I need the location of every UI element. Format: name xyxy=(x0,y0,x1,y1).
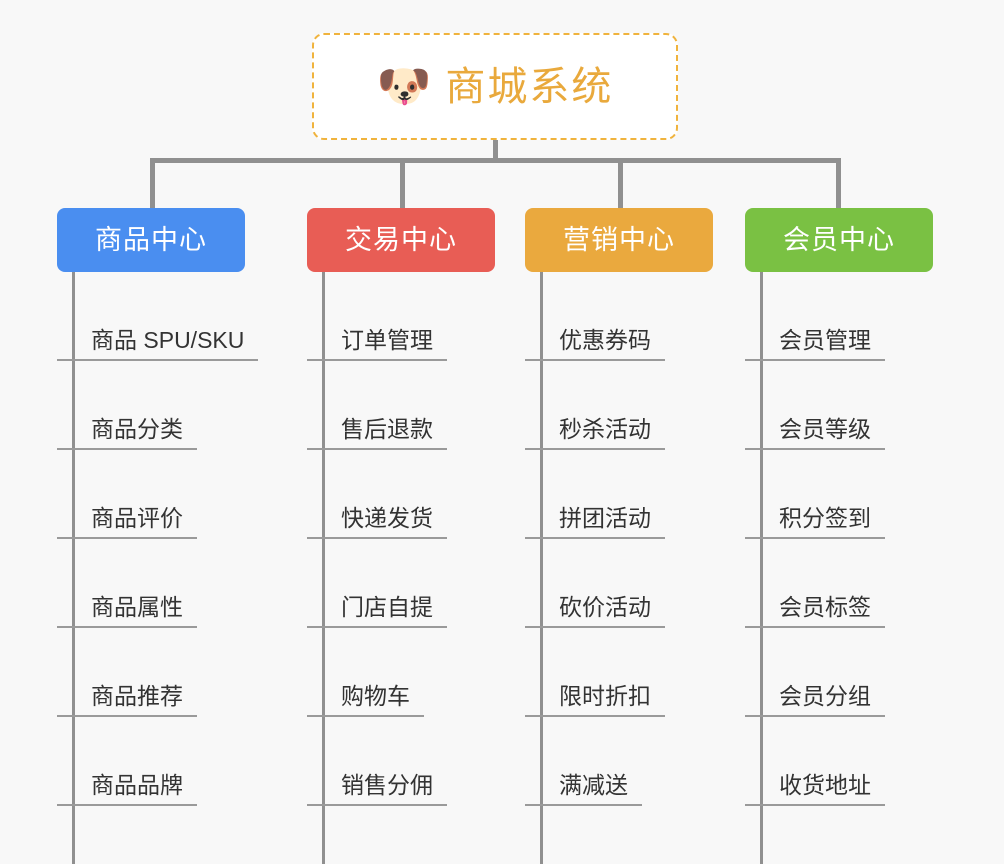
leaf-item[interactable]: 商品属性 xyxy=(57,539,245,628)
drop-connector-product-center xyxy=(150,158,155,208)
leaf-label: 砍价活动 xyxy=(525,596,665,628)
leaf-item[interactable]: 商品 SPU/SKU xyxy=(56,272,259,361)
horizontal-bus-connector xyxy=(150,158,840,163)
leaf-list-marketing-center: 优惠券码 秒杀活动 拼团活动 砍价活动 限时折扣 满减送 xyxy=(525,272,713,864)
leaf-label: 优惠券码 xyxy=(525,329,665,361)
leaf-label: 积分签到 xyxy=(745,507,885,539)
root-stem-connector xyxy=(493,140,498,162)
leaf-label: 售后退款 xyxy=(307,418,447,450)
branch-header-product-center[interactable]: 商品中心 xyxy=(57,208,245,272)
leaf-item[interactable]: 积分签到 xyxy=(745,450,933,539)
leaf-label: 商品属性 xyxy=(57,596,197,628)
leaf-label: 快递发货 xyxy=(307,507,447,539)
leaf-label: 会员标签 xyxy=(745,596,885,628)
leaf-item[interactable]: 会员标签 xyxy=(745,539,933,628)
leaf-item[interactable]: 购物车 xyxy=(307,628,495,717)
leaf-label: 购物车 xyxy=(307,685,424,717)
branch-column-product-center: 商品中心 商品 SPU/SKU 商品分类 商品评价 商品属性 商品推荐 商品品牌 xyxy=(56,208,259,864)
branch-header-marketing-center[interactable]: 营销中心 xyxy=(525,208,713,272)
branch-header-member-center[interactable]: 会员中心 xyxy=(745,208,933,272)
mindmap-canvas: 🐶 商城系统 商品中心 商品 SPU/SKU 商品分类 商品评价 商品属性 xyxy=(56,33,933,864)
leaf-item[interactable]: 门店自提 xyxy=(307,539,495,628)
leaf-label: 拼团活动 xyxy=(525,507,665,539)
leaf-item[interactable]: 商品品牌 xyxy=(57,717,245,806)
branch-header-label: 营销中心 xyxy=(563,224,675,255)
leaf-label: 秒杀活动 xyxy=(525,418,665,450)
leaf-item[interactable]: 会员管理 xyxy=(745,272,933,361)
drop-connector-member-center xyxy=(836,158,841,208)
leaf-item[interactable]: 销售分佣 xyxy=(307,717,495,806)
drop-connector-marketing-center xyxy=(618,158,623,208)
leaf-list-member-center: 会员管理 会员等级 积分签到 会员标签 会员分组 收货地址 xyxy=(745,272,933,864)
root-title: 商城系统 xyxy=(445,64,614,109)
leaf-item[interactable]: 会员分组 xyxy=(745,628,933,717)
leaf-label: 商品分类 xyxy=(57,418,197,450)
leaf-list-product-center: 商品 SPU/SKU 商品分类 商品评价 商品属性 商品推荐 商品品牌 xyxy=(56,272,259,864)
leaf-label: 商品评价 xyxy=(57,507,197,539)
leaf-item[interactable]: 收货地址 xyxy=(745,717,933,806)
root-node[interactable]: 🐶 商城系统 xyxy=(312,33,678,140)
branch-column-marketing-center: 营销中心 优惠券码 秒杀活动 拼团活动 砍价活动 限时折扣 满减送 xyxy=(525,208,713,864)
leaf-label: 会员等级 xyxy=(745,418,885,450)
drop-connector-trade-center xyxy=(400,158,405,208)
leaf-item[interactable]: 满减送 xyxy=(525,717,713,806)
branch-header-label: 交易中心 xyxy=(345,224,457,255)
leaf-item[interactable]: 商品推荐 xyxy=(57,628,245,717)
leaf-label: 会员分组 xyxy=(745,685,885,717)
leaf-label: 收货地址 xyxy=(745,774,885,806)
branch-column-trade-center: 交易中心 订单管理 售后退款 快递发货 门店自提 购物车 销售分佣 xyxy=(307,208,495,864)
leaf-label: 会员管理 xyxy=(745,329,885,361)
leaf-item[interactable]: 订单管理 xyxy=(307,272,495,361)
leaf-item[interactable]: 售后退款 xyxy=(307,361,495,450)
leaf-label: 商品 SPU/SKU xyxy=(56,329,259,361)
leaf-item[interactable]: 优惠券码 xyxy=(525,272,713,361)
leaf-label: 销售分佣 xyxy=(307,774,447,806)
leaf-item[interactable]: 商品分类 xyxy=(57,361,245,450)
leaf-label: 限时折扣 xyxy=(525,685,665,717)
leaf-label: 商品推荐 xyxy=(57,685,197,717)
trunk-connector-trade-center xyxy=(322,272,325,864)
leaf-item[interactable]: 拼团活动 xyxy=(525,450,713,539)
leaf-label: 商品品牌 xyxy=(57,774,197,806)
leaf-item[interactable]: 快递发货 xyxy=(307,450,495,539)
branch-header-label: 会员中心 xyxy=(783,224,895,255)
leaf-item[interactable]: 商品评价 xyxy=(57,450,245,539)
dog-face-icon: 🐶 xyxy=(376,61,432,111)
branch-header-trade-center[interactable]: 交易中心 xyxy=(307,208,495,272)
leaf-item[interactable]: 秒杀活动 xyxy=(525,361,713,450)
leaf-item[interactable]: 砍价活动 xyxy=(525,539,713,628)
leaf-label: 满减送 xyxy=(525,774,642,806)
trunk-connector-marketing-center xyxy=(540,272,543,864)
leaf-list-trade-center: 订单管理 售后退款 快递发货 门店自提 购物车 销售分佣 xyxy=(307,272,495,864)
leaf-label: 门店自提 xyxy=(307,596,447,628)
leaf-item[interactable]: 限时折扣 xyxy=(525,628,713,717)
trunk-connector-member-center xyxy=(760,272,763,864)
leaf-item[interactable]: 会员等级 xyxy=(745,361,933,450)
leaf-label: 订单管理 xyxy=(307,329,447,361)
branch-header-label: 商品中心 xyxy=(95,224,207,255)
branch-column-member-center: 会员中心 会员管理 会员等级 积分签到 会员标签 会员分组 收货地址 xyxy=(745,208,933,864)
trunk-connector-product-center xyxy=(72,272,75,864)
